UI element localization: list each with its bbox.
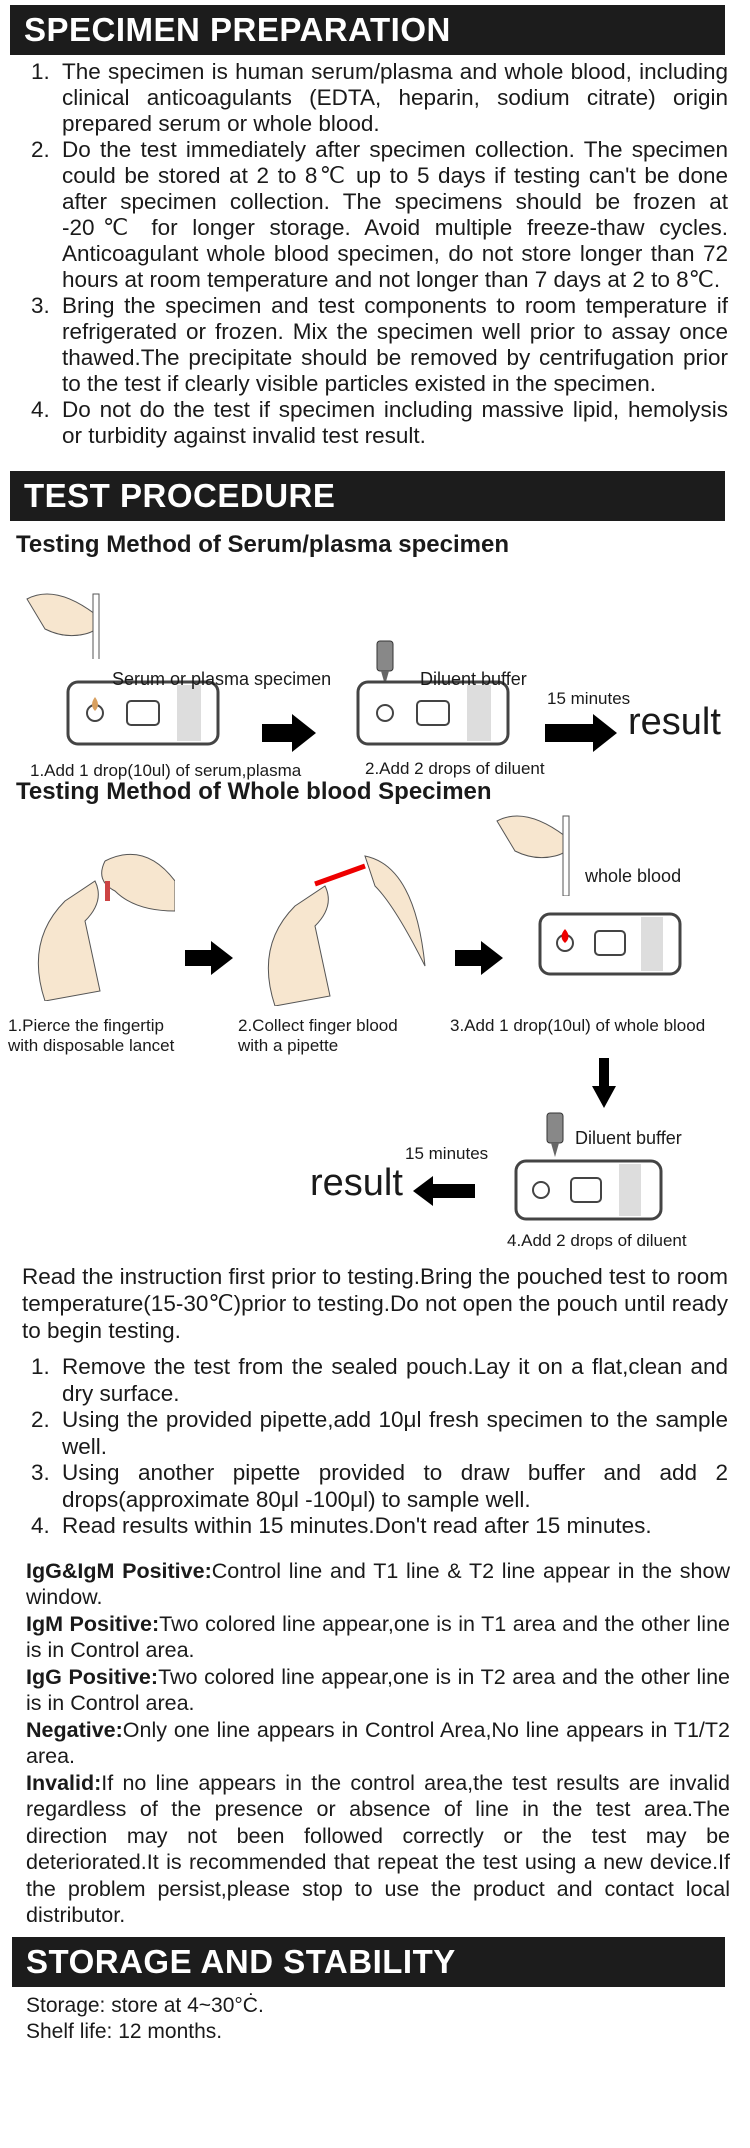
procedure-intro: Read the instruction first prior to test… <box>22 1264 728 1343</box>
minutes-label: 15 minutes <box>405 1144 489 1163</box>
procedure-steps: Remove the test from the sealed pouch.La… <box>0 1354 750 1540</box>
test-cassette-icon <box>66 680 220 746</box>
whole-blood-method-heading: Testing Method of Whole blood Specimen <box>16 778 492 805</box>
result-text: If no line appears in the control area,t… <box>26 1770 730 1928</box>
hand-pipette-icon <box>496 815 570 896</box>
result-text: Only one line appears in Control Area,No… <box>26 1717 730 1769</box>
result-term: Invalid: <box>26 1770 102 1795</box>
storage-line: Storage: store at 4~30°Ċ. <box>26 1993 264 2017</box>
result-label: result <box>628 701 721 743</box>
buffer-bottle-icon <box>546 1112 564 1157</box>
test-cassette-icon <box>356 680 510 746</box>
serum-step1: 1.Add 1 drop(10ul) of serum,plasma <box>30 761 302 780</box>
test-cassette-icon <box>514 1159 663 1221</box>
list-item: Remove the test from the sealed pouch.La… <box>56 1354 728 1407</box>
list-item: Using another pipette provided to draw b… <box>56 1460 728 1513</box>
result-igm-positive: IgM Positive:Two colored line appear,one… <box>26 1611 730 1664</box>
result-term: IgM Positive: <box>26 1611 160 1636</box>
whole-step3: 3.Add 1 drop(10ul) of whole blood <box>450 1016 706 1035</box>
result-text: Two colored line appear,one is in T1 are… <box>26 1611 730 1663</box>
shelf-life-line: Shelf life: 12 months. <box>26 2019 223 2043</box>
result-term: IgG&IgM Positive: <box>26 1558 212 1583</box>
list-item: Do the test immediately after specimen c… <box>56 137 728 293</box>
result-label: result <box>310 1162 403 1204</box>
result-interpretation: IgG&IgM Positive:Control line and T1 lin… <box>0 1558 750 1929</box>
whole-step1a: 1.Pierce the fingertip <box>8 1016 164 1035</box>
right-arrow-icon <box>455 941 503 975</box>
whole-step1b: with disposable lancet <box>8 1036 175 1055</box>
serum-method-heading: Testing Method of Serum/plasma specimen <box>16 531 509 558</box>
result-term: IgG Positive: <box>26 1664 159 1689</box>
diluent-label: Diluent buffer <box>575 1128 682 1148</box>
hand-pipette-icon <box>26 593 100 659</box>
serum-procedure-figure: Serum or plasma specimen Diluent buffer … <box>0 559 750 780</box>
result-invalid: Invalid:If no line appears in the contro… <box>26 1770 730 1929</box>
whole-step2b: with a pipette <box>238 1036 339 1055</box>
right-arrow-icon <box>262 714 316 752</box>
result-igg-positive: IgG Positive:Two colored line appear,one… <box>26 1664 730 1717</box>
down-arrow-icon <box>592 1058 616 1108</box>
list-item: Bring the specimen and test components t… <box>56 293 728 397</box>
list-item: Read results within 15 minutes.Don't rea… <box>56 1513 728 1540</box>
diluent-label: Diluent buffer <box>420 669 527 689</box>
whole-step4: 4.Add 2 drops of diluent <box>507 1231 687 1250</box>
test-cassette-icon <box>538 912 682 976</box>
result-igg-igm-positive: IgG&IgM Positive:Control line and T1 lin… <box>26 1558 730 1611</box>
list-item: The specimen is human serum/plasma and w… <box>56 59 728 137</box>
minutes-label: 15 minutes <box>547 689 631 708</box>
right-arrow-icon <box>185 941 233 975</box>
hand-lancet-icon <box>37 853 175 1001</box>
hand-pipette-collect-icon <box>267 855 426 1006</box>
whole-step2a: 2.Collect finger blood <box>238 1016 398 1035</box>
result-text: Control line and T1 line & T2 line appea… <box>26 1558 730 1610</box>
whole-blood-procedure-figure: whole blood 1.Pierce the fingertip with … <box>0 806 750 1221</box>
list-item: Do not do the test if specimen including… <box>56 397 728 449</box>
left-arrow-icon <box>413 1176 475 1206</box>
serum-label: Serum or plasma specimen <box>112 669 332 689</box>
result-term: Negative: <box>26 1717 123 1742</box>
specimen-list: The specimen is human serum/plasma and w… <box>0 59 750 449</box>
section-header-storage: STORAGE AND STABILITY <box>12 1936 725 1987</box>
whole-blood-label: whole blood <box>585 866 682 886</box>
result-negative: Negative:Only one line appears in Contro… <box>26 1717 730 1770</box>
result-text: Two colored line appear,one is in T2 are… <box>26 1664 731 1716</box>
section-header-procedure: TEST PROCEDURE <box>10 471 725 521</box>
section-header-specimen: SPECIMEN PREPARATION <box>10 5 725 55</box>
list-item: Using the provided pipette,add 10μl fres… <box>56 1407 728 1460</box>
right-arrow-icon <box>545 714 617 752</box>
buffer-bottle-icon <box>376 640 394 685</box>
serum-step2: 2.Add 2 drops of diluent <box>365 759 545 778</box>
